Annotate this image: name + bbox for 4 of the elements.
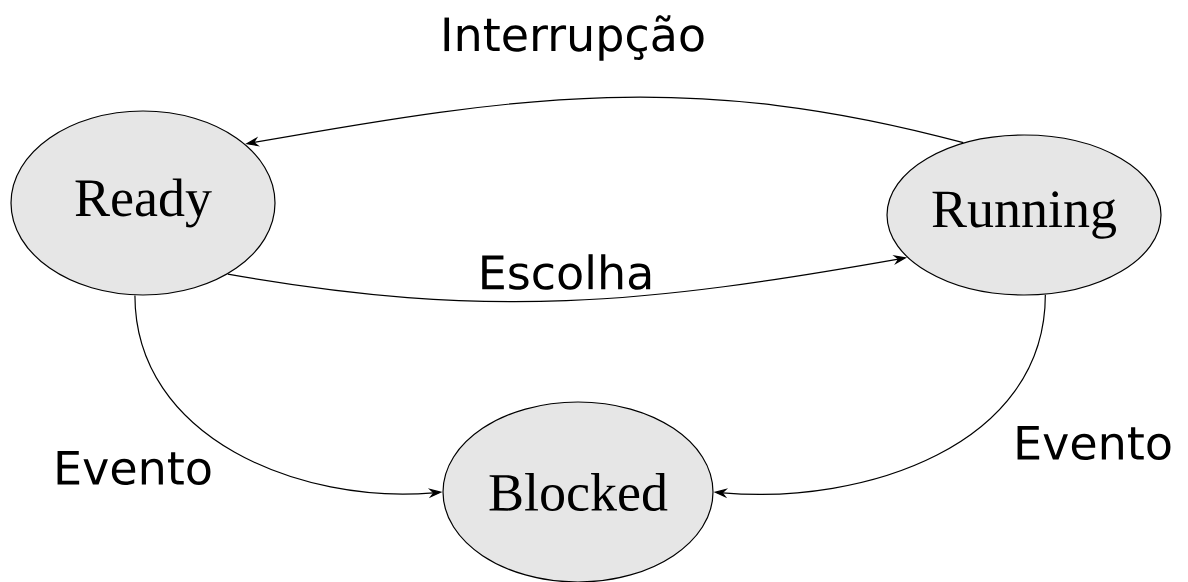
edge-label: Evento xyxy=(51,448,215,488)
edge-label: Escolha xyxy=(475,252,657,292)
edge-label: Evento xyxy=(1011,423,1175,463)
edge-label: Interrupção xyxy=(438,13,709,63)
